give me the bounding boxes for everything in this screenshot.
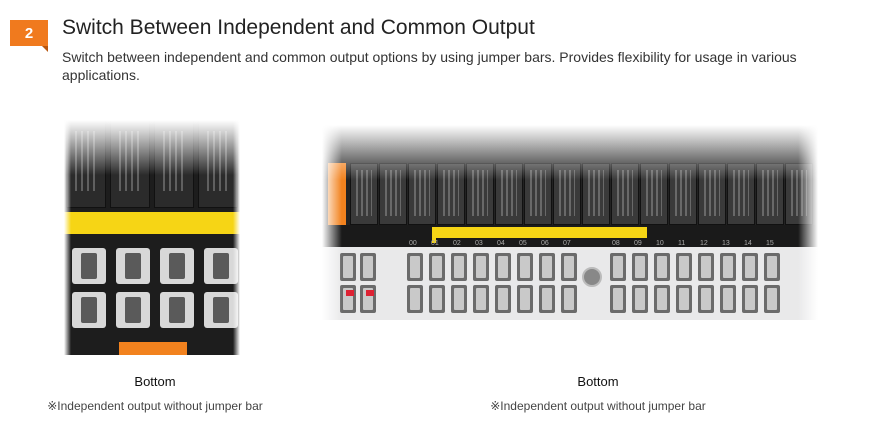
left-note: ※Independent output without jumper bar — [47, 399, 263, 413]
terminal-lever — [676, 285, 692, 313]
terminal-lever — [698, 253, 714, 281]
terminal-lever — [632, 253, 648, 281]
channel-number: 15 — [766, 240, 774, 247]
terminal-lever — [429, 253, 445, 281]
terminal-lever — [495, 285, 511, 313]
terminal-lever — [676, 253, 692, 281]
terminal-lever — [495, 253, 511, 281]
channel-number: 03 — [475, 240, 483, 247]
terminal-lever — [517, 285, 533, 313]
channel-number: 13 — [722, 240, 730, 247]
terminal-lever — [517, 253, 533, 281]
terminal-lever — [742, 285, 758, 313]
terminal-lever — [407, 285, 423, 313]
terminal-lever — [742, 253, 758, 281]
terminal-lever — [764, 253, 780, 281]
terminal-lever — [720, 253, 736, 281]
section-number-badge: 2 — [10, 20, 48, 52]
channel-number: 04 — [497, 240, 505, 247]
left-caption: Bottom — [134, 374, 176, 389]
terminal-lever — [654, 253, 670, 281]
terminal-lever — [340, 253, 356, 281]
relay-module — [785, 163, 813, 225]
relay-module — [611, 163, 639, 225]
terminal-lever — [764, 285, 780, 313]
relay-module — [350, 163, 378, 225]
relay-module — [379, 163, 407, 225]
terminal-lever — [539, 285, 555, 313]
channel-number: 10 — [656, 240, 664, 247]
relay-module — [698, 163, 726, 225]
channel-number: 09 — [634, 240, 642, 247]
terminal-lever — [407, 253, 423, 281]
terminal-lever — [451, 285, 467, 313]
channel-number: 14 — [744, 240, 752, 247]
terminal-lever — [654, 285, 670, 313]
channel-number: 00 — [409, 240, 417, 247]
relay-module — [640, 163, 668, 225]
channel-number: 08 — [612, 240, 620, 247]
terminal-lever — [561, 253, 577, 281]
section-description: Switch between independent and common ou… — [62, 49, 797, 83]
terminal-lever — [473, 253, 489, 281]
terminal-lever — [610, 253, 626, 281]
terminal-lever — [632, 285, 648, 313]
terminal-lever — [451, 253, 467, 281]
terminal-lever — [429, 285, 445, 313]
channel-number: 12 — [700, 240, 708, 247]
terminal-lever — [360, 285, 376, 313]
channel-number: 05 — [519, 240, 527, 247]
relay-module — [466, 163, 494, 225]
channel-number: 07 — [563, 240, 571, 247]
terminal-lever — [698, 285, 714, 313]
terminal-lever — [360, 253, 376, 281]
relay-module — [727, 163, 755, 225]
relay-module — [582, 163, 610, 225]
terminal-lever — [473, 285, 489, 313]
left-product-image — [64, 120, 240, 355]
right-caption: Bottom — [577, 374, 619, 389]
right-product-image: 00 01 02 03 04 05 06 07 08 09 10 11 12 13 14 15 — [322, 125, 818, 320]
terminal-lever — [539, 253, 555, 281]
relay-module — [495, 163, 523, 225]
terminal-lever — [610, 285, 626, 313]
channel-number: 11 — [678, 240, 686, 247]
terminal-lever — [720, 285, 736, 313]
relay-module — [756, 163, 784, 225]
relay-module — [669, 163, 697, 225]
relay-module — [437, 163, 465, 225]
terminal-lever — [561, 285, 577, 313]
channel-number: 02 — [453, 240, 461, 247]
channel-number: 01 — [431, 240, 439, 247]
relay-module — [408, 163, 436, 225]
relay-module — [553, 163, 581, 225]
right-note: ※Independent output without jumper bar — [490, 399, 706, 413]
terminal-lever — [340, 285, 356, 313]
section-title: Switch Between Independent and Common Ou… — [62, 16, 535, 39]
relay-module — [524, 163, 552, 225]
channel-number: 06 — [541, 240, 549, 247]
